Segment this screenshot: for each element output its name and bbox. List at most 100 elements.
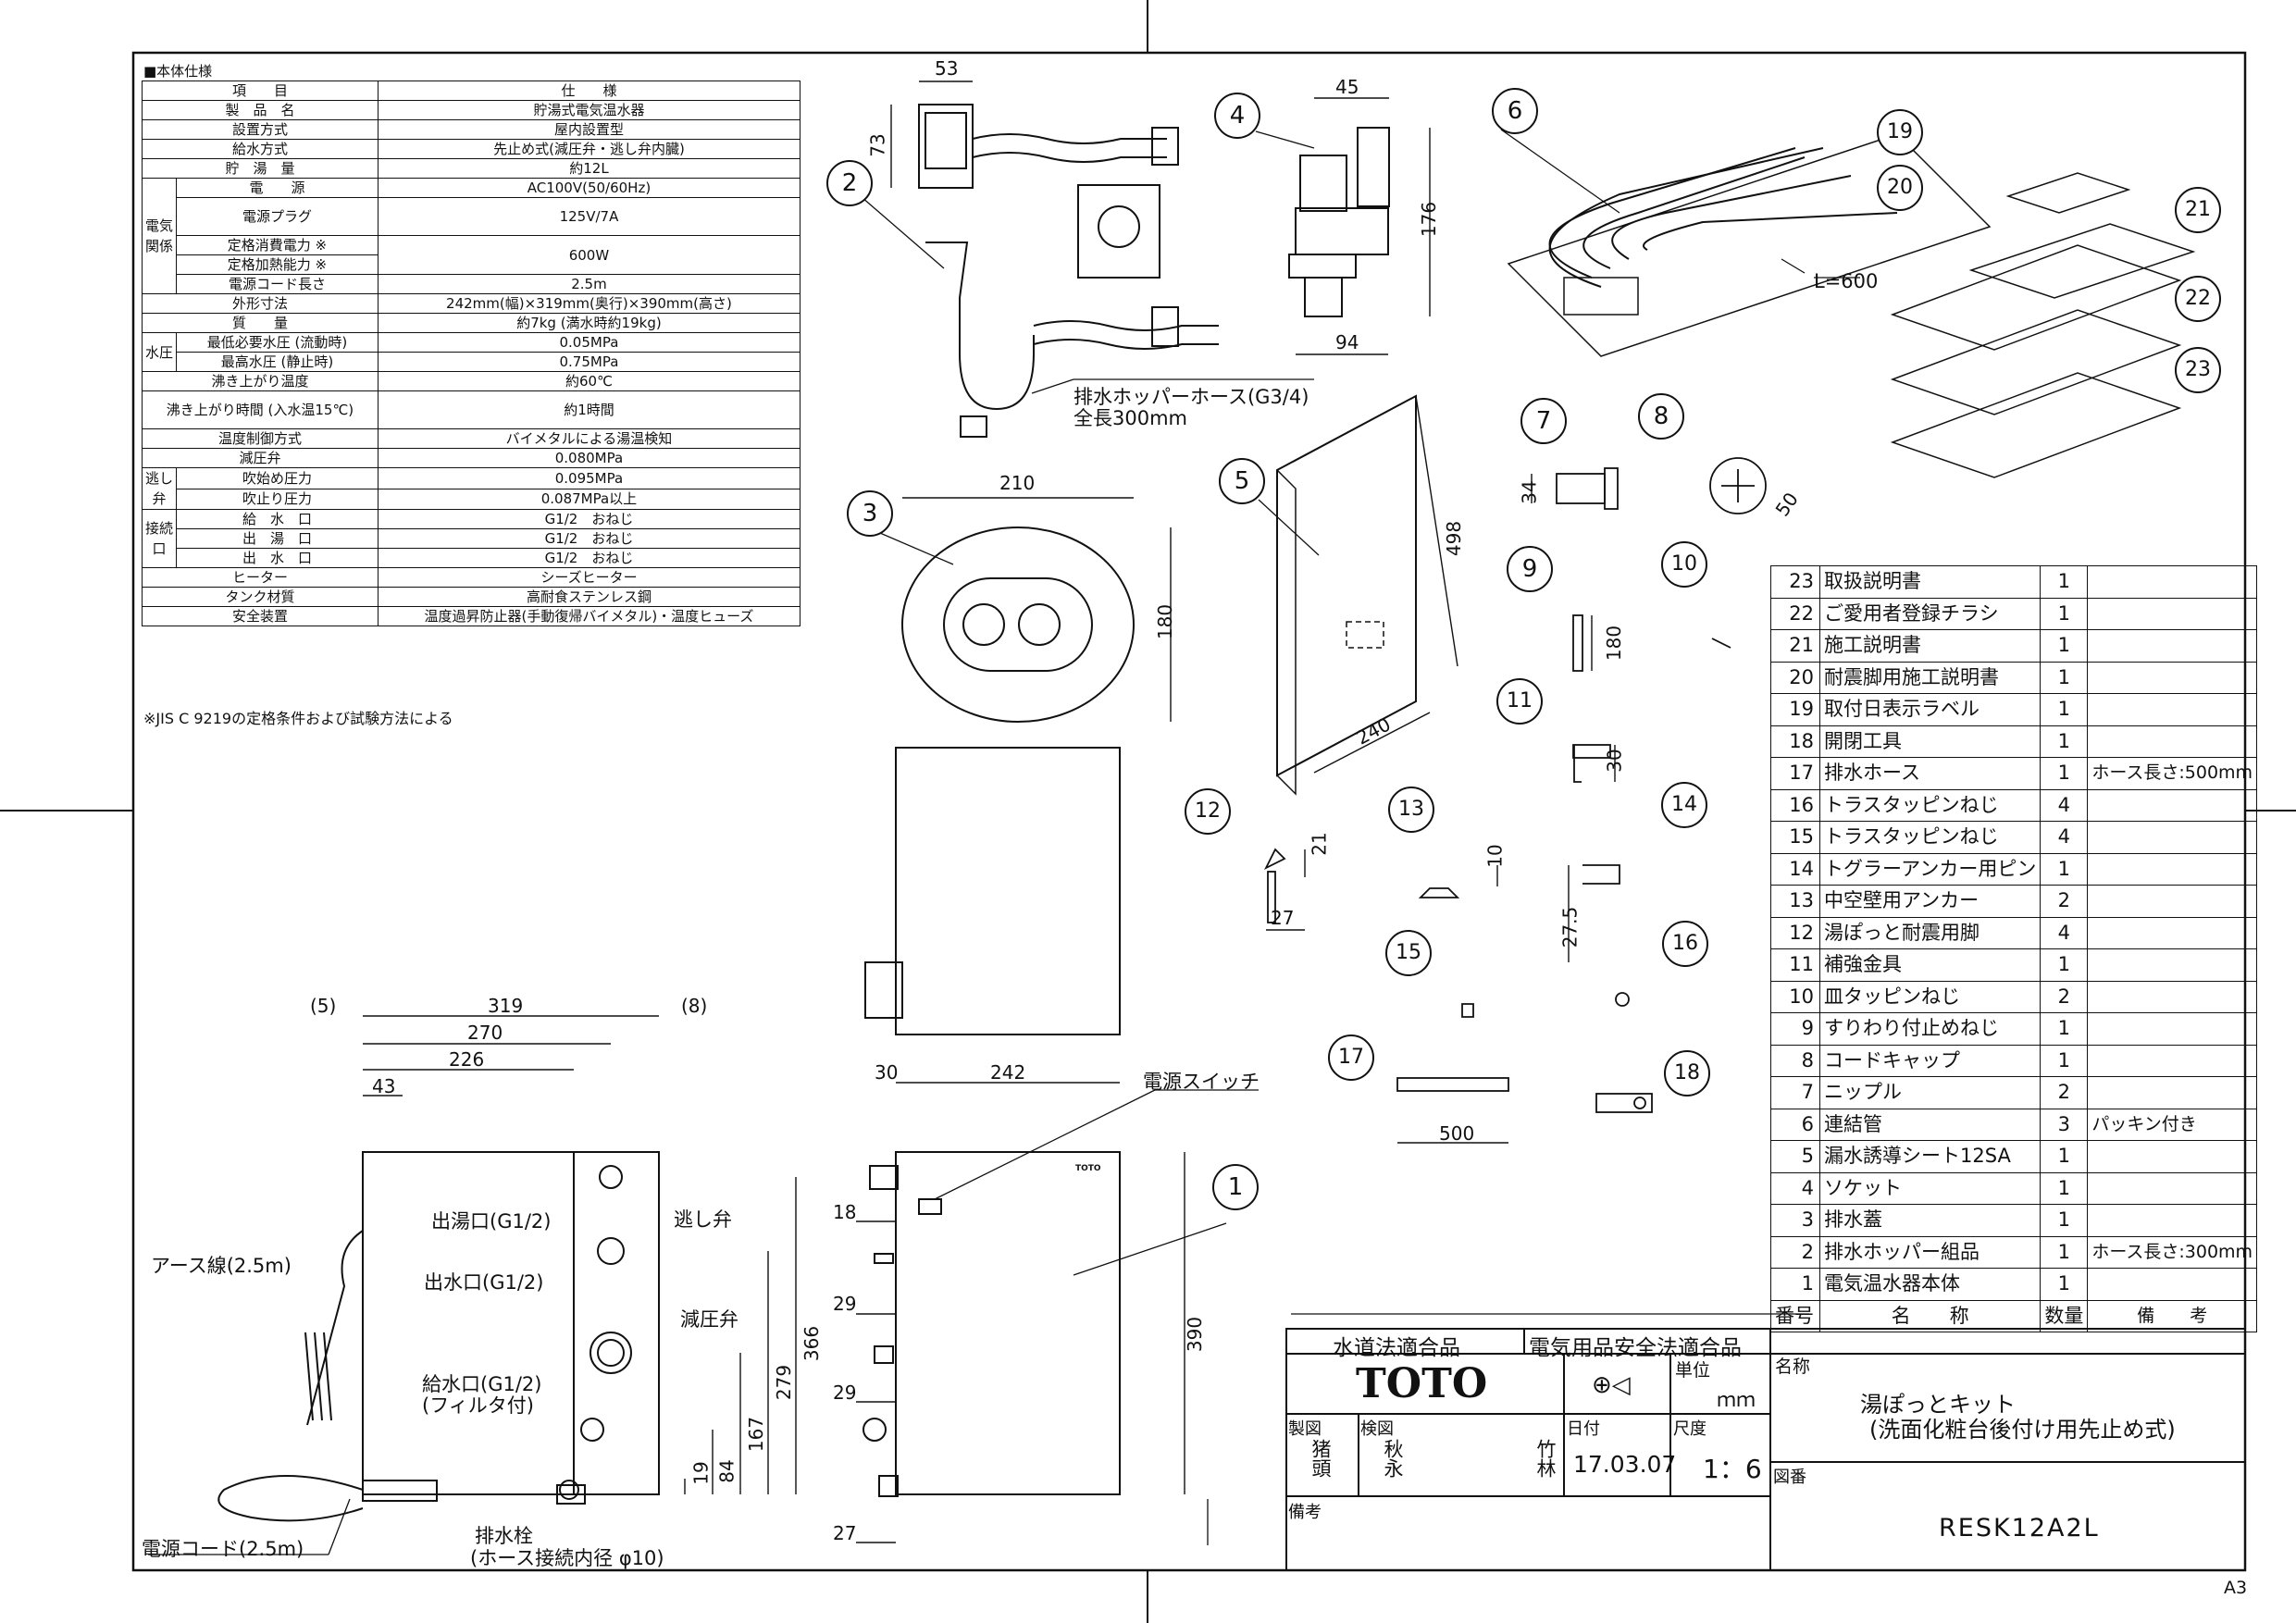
drawn-name: 猪頭 <box>1309 1439 1332 1478</box>
spec-label: 出 湯 口 <box>176 528 379 549</box>
part-qty: 1 <box>2040 1268 2089 1301</box>
spec-value: AC100V(50/60Hz) <box>377 178 801 198</box>
part-remark <box>2087 1012 2258 1046</box>
table-row: 安全装置温度過昇防止器(手動復帰バイメタル)・温度ヒューズ <box>142 606 801 626</box>
parts-header-remark: 備 考 <box>2087 1299 2258 1332</box>
spec-category-electrical: 電気関係 <box>142 178 177 294</box>
part-number: 9 <box>1770 1012 1820 1046</box>
part-remark <box>2087 629 2258 663</box>
dim-210: 210 <box>999 472 1036 494</box>
part-qty: 1 <box>2040 661 2089 694</box>
part-remark <box>2087 725 2258 758</box>
dim-73: 73 <box>866 133 889 157</box>
projection-symbol-icon: ⊕◁ <box>1592 1371 1631 1399</box>
callout-8: 8 <box>1638 393 1684 440</box>
spec-value: バイメタルによる湯温検知 <box>377 428 801 449</box>
table-row: 設置方式屋内設置型 <box>142 119 801 140</box>
spec-label: 吹止り圧力 <box>176 488 379 510</box>
heater-front-view-2 <box>863 1151 1121 1497</box>
leak-sheet-drawing <box>1276 394 1417 796</box>
callout-20: 20 <box>1877 165 1923 211</box>
dim-30: 30 <box>1603 749 1626 773</box>
spec-label: 質 量 <box>142 313 379 333</box>
part-number: 22 <box>1770 597 1820 630</box>
spec-value: 貯湯式電気温水器 <box>377 100 801 120</box>
small-parts-drawing <box>1263 457 1767 1113</box>
drain-plug-label: 排水栓 <box>475 1525 533 1547</box>
parts-header-qty: 数量 <box>2040 1299 2089 1332</box>
spec-value: 0.095MPa <box>377 467 801 489</box>
table-row: 沸き上がり温度約60℃ <box>142 371 801 391</box>
power-cord-label: 電源コード(2.5m) <box>142 1538 304 1560</box>
part-name: ニップル <box>1818 1076 2042 1109</box>
drawing-no-label: 図番 <box>1773 1468 1806 1487</box>
dimension-lines <box>363 81 1616 1543</box>
dim-498: 498 <box>1443 520 1466 557</box>
part-number: 6 <box>1770 1108 1820 1141</box>
document-sheets-drawing <box>1890 172 2196 478</box>
callout-22: 22 <box>2175 276 2221 322</box>
heater-side-view <box>217 1151 660 1522</box>
table-row: 定格加熱能力 ※ <box>143 254 800 275</box>
spec-value: 高耐食ステンレス鋼 <box>377 587 801 607</box>
water-inlet-label: 給水口(G1/2) <box>422 1373 542 1395</box>
part-number: 7 <box>1770 1076 1820 1109</box>
scale-value: 1：6 <box>1703 1454 1762 1484</box>
part-qty: 4 <box>2040 821 2089 854</box>
pipe-length-label: L=600 <box>1814 270 1879 292</box>
spec-category-relief: 逃し弁 <box>142 467 177 510</box>
part-number: 13 <box>1770 885 1820 918</box>
part-remark <box>2087 885 2258 918</box>
spec-value: G1/2 おねじ <box>377 509 801 529</box>
leader-lines <box>148 129 1860 1555</box>
dim-270: 270 <box>467 1022 503 1044</box>
part-qty: 1 <box>2040 948 2089 982</box>
dim-242: 242 <box>990 1061 1026 1084</box>
part-number: 20 <box>1770 661 1820 694</box>
dim-21: 21 <box>1308 832 1331 856</box>
callout-7: 7 <box>1520 398 1567 444</box>
dim-27-5: 27.5 <box>1558 906 1582 948</box>
part-qty: 1 <box>2040 757 2089 790</box>
date-label: 日付 <box>1567 1419 1600 1439</box>
part-name: 施工説明書 <box>1818 629 2042 663</box>
toto-mark: TOTO <box>1075 1164 1101 1173</box>
dim-167: 167 <box>745 1416 768 1453</box>
part-qty: 1 <box>2040 725 2089 758</box>
part-number: 2 <box>1770 1235 1820 1269</box>
part-remark <box>2087 565 2258 599</box>
reducing-valve-label: 減圧弁 <box>680 1308 738 1331</box>
drain-hopper-drawing <box>918 104 1219 438</box>
heater-front-view <box>864 747 1121 1035</box>
part-qty: 1 <box>2040 565 2089 599</box>
callout-3: 3 <box>847 490 893 537</box>
part-remark: ホース長さ:500mm <box>2087 757 2258 790</box>
socket-drawing <box>1288 127 1390 317</box>
dim-53: 53 <box>935 57 959 80</box>
dim-500: 500 <box>1439 1122 1475 1145</box>
dim-43: 43 <box>372 1075 396 1097</box>
dim-176: 176 <box>1418 201 1441 238</box>
title-block-lines <box>1285 1328 2246 1571</box>
dim-5: (5) <box>310 995 337 1017</box>
spec-footnote: ※JIS C 9219の定格条件および試験方法による <box>143 710 453 727</box>
part-qty: 4 <box>2040 916 2089 949</box>
part-qty: 1 <box>2040 693 2089 726</box>
unit-value: ｍｍ <box>1717 1389 1756 1411</box>
part-qty: 2 <box>2040 885 2089 918</box>
part-remark <box>2087 916 2258 949</box>
part-number: 10 <box>1770 980 1820 1013</box>
date-value: 17.03.07 <box>1573 1451 1677 1478</box>
part-remark: ホース長さ:300mm <box>2087 1235 2258 1269</box>
part-name: 連結管 <box>1818 1108 2042 1141</box>
part-qty: 1 <box>2040 1140 2089 1173</box>
checked-label: 検図 <box>1360 1419 1394 1439</box>
